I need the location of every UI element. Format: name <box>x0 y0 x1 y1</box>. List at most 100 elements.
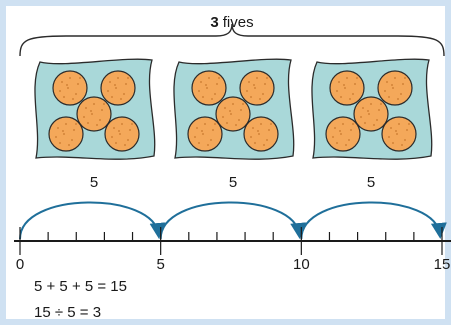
biscuit-speckle <box>238 119 240 121</box>
biscuit-speckle <box>406 129 408 131</box>
biscuit-speckle <box>216 83 218 85</box>
biscuit-speckle <box>248 81 250 83</box>
biscuit-speckle <box>114 84 116 86</box>
biscuit-speckle <box>77 83 79 85</box>
biscuit-speckle <box>121 123 123 125</box>
biscuit-speckle <box>198 90 200 92</box>
title-text: 3 fives <box>210 14 253 31</box>
biscuit-speckle <box>264 83 266 85</box>
biscuit-speckle <box>214 93 216 95</box>
biscuit-speckle <box>196 127 198 129</box>
biscuit-speckle <box>404 77 406 79</box>
biscuit-speckle <box>67 87 69 89</box>
biscuit-speckle <box>360 116 362 118</box>
biscuit-speckle <box>404 139 406 141</box>
biscuit-circle <box>325 116 361 152</box>
biscuit-speckle <box>392 87 394 89</box>
biscuit-speckle <box>205 84 207 86</box>
biscuit <box>187 116 223 152</box>
biscuit-speckle <box>93 103 95 105</box>
biscuit-speckle <box>119 133 121 135</box>
bags-group <box>34 58 433 160</box>
bag-1 <box>34 58 156 160</box>
biscuit-speckle <box>111 96 113 98</box>
biscuit-speckle <box>364 122 366 124</box>
biscuit-speckle <box>373 124 375 126</box>
biscuit-speckle <box>115 87 117 89</box>
biscuit-speckle <box>266 139 268 141</box>
biscuit-speckle <box>400 93 402 95</box>
biscuit-speckle <box>253 84 255 86</box>
biscuit-speckle <box>202 96 204 98</box>
biscuit-speckle <box>57 127 59 129</box>
biscuit-circle <box>76 96 112 132</box>
biscuit-speckle <box>230 113 232 115</box>
biscuit-speckle <box>354 83 356 85</box>
number-line-label-15: 15 <box>434 256 451 273</box>
biscuit <box>243 116 279 152</box>
biscuit-speckle <box>109 81 111 83</box>
biscuit-speckle <box>103 103 105 105</box>
biscuit-speckle <box>222 116 224 118</box>
biscuit-speckle <box>96 124 98 126</box>
biscuit-speckle <box>344 87 346 89</box>
biscuit-speckle <box>259 98 261 100</box>
biscuit-speckle <box>117 77 119 79</box>
biscuit-speckle <box>61 81 63 83</box>
biscuit-circle <box>187 116 223 152</box>
biscuit-speckle <box>260 123 262 125</box>
biscuit-speckle <box>332 136 334 138</box>
biscuit-speckle <box>123 93 125 95</box>
biscuit <box>381 116 417 152</box>
division-equation: 15 ÷ 5 = 3 <box>34 304 102 321</box>
biscuit-speckle <box>398 123 400 125</box>
biscuit-speckle <box>336 90 338 92</box>
biscuit-speckle <box>73 129 75 131</box>
biscuit-speckle <box>224 107 226 109</box>
biscuit-speckle <box>115 142 117 144</box>
group-label-2: 5 <box>229 174 237 191</box>
biscuit-speckle <box>229 110 231 112</box>
biscuit-speckle <box>127 139 129 141</box>
title-word: fives <box>223 14 254 31</box>
grouping-brace <box>19 23 445 57</box>
biscuit <box>377 70 413 106</box>
biscuit-circle <box>377 70 413 106</box>
biscuit-speckle <box>99 119 101 121</box>
biscuit-speckle <box>340 133 342 135</box>
biscuit-speckle <box>204 123 206 125</box>
biscuit-speckle <box>390 127 392 129</box>
biscuit-speckle <box>62 130 64 132</box>
biscuit-speckle <box>401 144 403 146</box>
biscuit-speckle <box>254 142 256 144</box>
biscuit-speckle <box>129 129 131 131</box>
biscuit-speckle <box>65 123 67 125</box>
biscuit-speckle <box>396 133 398 135</box>
biscuit-speckle <box>75 123 77 125</box>
biscuit-speckle <box>384 90 386 92</box>
biscuit <box>325 116 361 152</box>
biscuit-speckle <box>395 130 397 132</box>
biscuit-speckle <box>214 123 216 125</box>
title-count: 3 <box>210 14 218 31</box>
jump-arrows <box>19 201 447 240</box>
biscuit-speckle <box>376 119 378 121</box>
biscuit-speckle <box>91 113 93 115</box>
biscuit-speckle <box>194 136 196 138</box>
biscuit <box>52 70 88 106</box>
biscuit-speckle <box>107 90 109 92</box>
biscuit-speckle <box>254 87 256 89</box>
biscuit-speckle <box>120 98 122 100</box>
biscuit-speckle <box>268 129 270 131</box>
biscuit-speckle <box>66 84 68 86</box>
biscuit <box>104 116 140 152</box>
biscuit-speckle <box>118 130 120 132</box>
biscuit <box>191 70 227 106</box>
biscuit-speckle <box>63 133 65 135</box>
bag-3 <box>311 58 433 160</box>
biscuit <box>329 70 365 106</box>
biscuit-speckle <box>386 81 388 83</box>
